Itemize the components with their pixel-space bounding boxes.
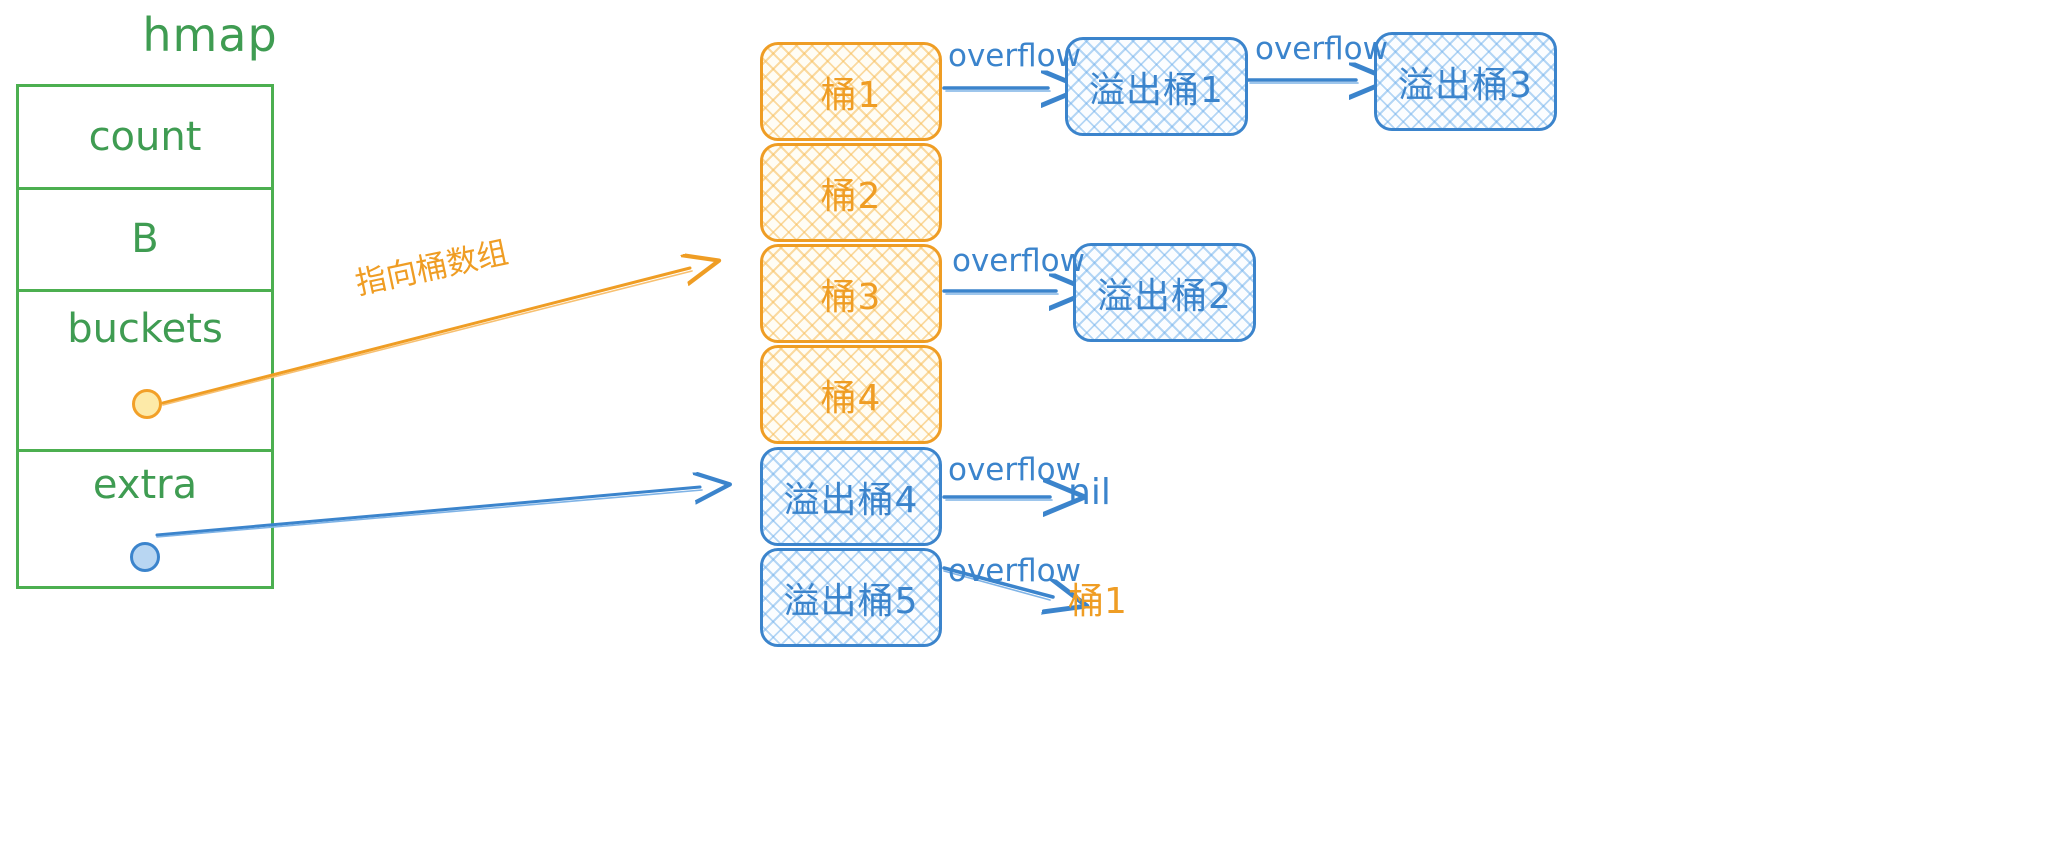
edge-label-bucket3-overflow2: overflow: [952, 243, 1085, 279]
hmap-row-extra: extra: [19, 452, 271, 586]
extra-pointer-dot[interactable]: [130, 542, 160, 572]
overflow-node-overflow1[interactable]: 溢出桶1: [1065, 37, 1248, 136]
overflow-node-overflow3[interactable]: 溢出桶3: [1374, 32, 1557, 131]
hmap-title: hmap: [142, 8, 278, 62]
hmap-row-buckets: buckets: [19, 292, 271, 452]
edge-label-overflow1-overflow3: overflow: [1255, 31, 1388, 67]
edge-label-bucket1-overflow1: overflow: [948, 38, 1081, 74]
bucket-label-bucket3: 桶3: [820, 276, 882, 318]
hmap-struct-box: count B buckets extra: [16, 84, 274, 589]
hmap-field-label-extra: extra: [92, 462, 198, 508]
bucket-label-overflow5: 溢出桶5: [783, 580, 919, 622]
bucket-node-bucket4[interactable]: 桶4: [760, 345, 942, 444]
terminal-nil: nil: [1068, 472, 1111, 513]
hmap-field-label-b: B: [131, 216, 159, 262]
bucket-node-overflow5[interactable]: 溢出桶5: [760, 548, 942, 647]
bucket-node-bucket1[interactable]: 桶1: [760, 42, 942, 141]
bucket-label-overflow4: 溢出桶4: [783, 479, 919, 521]
arrow-overflow1-to-overflow3: [1246, 80, 1358, 83]
overflow-label-overflow3: 溢出桶3: [1398, 64, 1533, 106]
hmap-field-label-count: count: [88, 114, 202, 160]
bucket-label-bucket4: 桶4: [820, 377, 882, 419]
overflow-label-overflow1: 溢出桶1: [1089, 69, 1224, 111]
bucket-node-bucket2[interactable]: 桶2: [760, 143, 942, 242]
buckets-pointer-dot[interactable]: [132, 389, 162, 419]
arrow-bucket1-to-overflow1: [942, 88, 1050, 91]
arrow-overflow4-to-nil: [942, 497, 1052, 500]
arrow-buckets-to-array: [161, 268, 692, 406]
arrow-extra-to-overflow4: [155, 487, 702, 538]
hmap-row-b: B: [19, 190, 271, 292]
bucket-node-bucket3[interactable]: 桶3: [760, 244, 942, 343]
overflow-node-overflow2[interactable]: 溢出桶2: [1073, 243, 1256, 342]
arrow-bucket3-to-overflow2: [942, 291, 1058, 294]
arrow-overflow5-to-bucket1ref: [942, 566, 1053, 600]
edge-label-overflow4-nil: overflow: [948, 452, 1081, 488]
bucket-label-bucket1: 桶1: [820, 74, 882, 116]
hmap-row-count: count: [19, 87, 271, 190]
bucket-label-bucket2: 桶2: [820, 175, 882, 217]
overflow-label-overflow2: 溢出桶2: [1097, 275, 1232, 317]
bucket-node-overflow4[interactable]: 溢出桶4: [760, 447, 942, 546]
terminal-bucket1-ref: 桶1: [1068, 581, 1127, 622]
edge-label-overflow5-bucket1: overflow: [948, 553, 1081, 589]
hmap-field-label-buckets: buckets: [67, 306, 223, 352]
